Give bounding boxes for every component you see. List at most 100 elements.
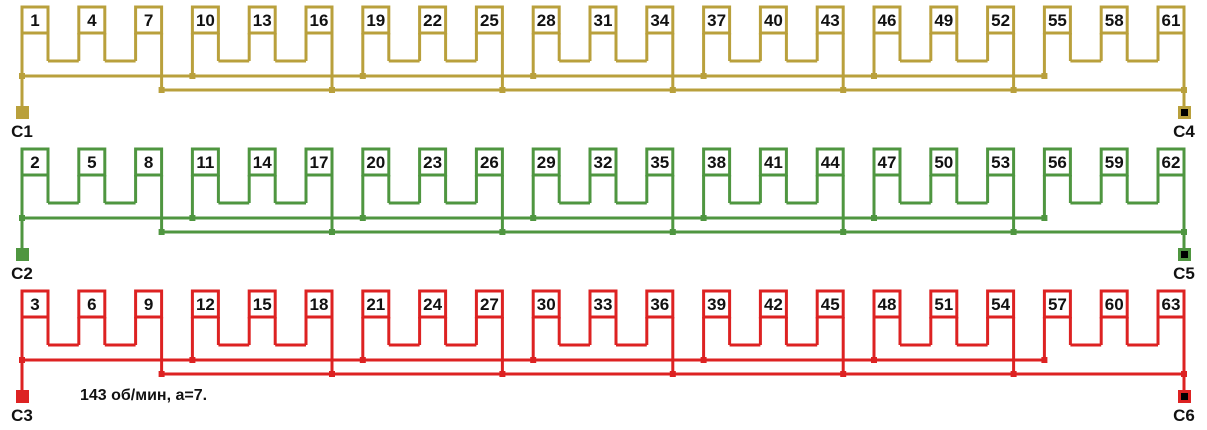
slot-box — [190, 147, 220, 177]
slot-number: 60 — [1105, 295, 1124, 314]
slot-number: 22 — [423, 11, 442, 30]
slot-box — [588, 5, 618, 35]
slot-number: 6 — [87, 295, 96, 314]
slot-box — [929, 289, 959, 319]
slot-box — [77, 147, 107, 177]
slot-number: 56 — [1048, 153, 1067, 172]
slot-box — [645, 289, 675, 319]
slot-number: 17 — [310, 153, 329, 172]
slot-box — [929, 147, 959, 177]
slot-number: 16 — [310, 11, 329, 30]
slot-number: 59 — [1105, 153, 1124, 172]
slot-box — [304, 5, 334, 35]
slot-box — [588, 289, 618, 319]
slot-number: 11 — [196, 153, 214, 172]
slot-box — [304, 147, 334, 177]
slot-box — [815, 147, 845, 177]
slot-box — [645, 5, 675, 35]
slot-number: 19 — [366, 11, 385, 30]
slot-number: 52 — [991, 11, 1010, 30]
slot-number: 24 — [423, 295, 442, 314]
slot-number: 5 — [87, 153, 96, 172]
slot-box — [20, 289, 50, 319]
slot-number: 53 — [991, 153, 1010, 172]
slot-number: 33 — [594, 295, 613, 314]
slot-number: 10 — [196, 11, 215, 30]
slot-box — [474, 5, 504, 35]
slot-number: 8 — [144, 153, 153, 172]
terminal-end-marker — [1181, 251, 1188, 258]
slot-number: 7 — [144, 11, 153, 30]
slot-number: 4 — [87, 11, 97, 30]
slot-box — [361, 5, 391, 35]
slot-number: 46 — [878, 11, 897, 30]
slot-box — [872, 147, 902, 177]
slot-number: 28 — [537, 11, 556, 30]
slot-number: 32 — [594, 153, 613, 172]
terminal-start — [16, 106, 29, 119]
slot-box — [815, 289, 845, 319]
slot-box — [134, 5, 164, 35]
slot-box — [361, 147, 391, 177]
slot-number: 27 — [480, 295, 499, 314]
slot-box — [758, 147, 788, 177]
terminal-start-label: C2 — [11, 264, 33, 283]
slot-number: 45 — [821, 295, 840, 314]
slot-number: 26 — [480, 153, 499, 172]
phase-2-winding — [19, 147, 1187, 248]
slot-number: 48 — [878, 295, 897, 314]
slot-number: 35 — [650, 153, 669, 172]
slot-number: 20 — [366, 153, 385, 172]
slot-number: 30 — [537, 295, 556, 314]
slot-box — [758, 289, 788, 319]
slot-box — [1099, 5, 1129, 35]
slot-number: 9 — [144, 295, 153, 314]
slot-box — [986, 289, 1016, 319]
terminal-end-label: C4 — [1173, 122, 1195, 141]
slot-box — [474, 147, 504, 177]
slot-box — [1042, 147, 1072, 177]
slot-box — [418, 289, 448, 319]
slot-number: 58 — [1105, 11, 1124, 30]
terminal-end-marker — [1181, 393, 1188, 400]
slot-number: 31 — [594, 11, 613, 30]
terminal-start-label: C1 — [11, 122, 33, 141]
slot-number: 62 — [1162, 153, 1181, 172]
slot-box — [247, 5, 277, 35]
slot-number: 21 — [366, 295, 385, 314]
terminal-end-label: C5 — [1173, 264, 1195, 283]
slot-box — [702, 5, 732, 35]
slot-number: 15 — [253, 295, 272, 314]
slot-number: 51 — [934, 295, 953, 314]
slot-box — [531, 5, 561, 35]
slot-number: 43 — [821, 11, 840, 30]
slot-box — [1156, 289, 1186, 319]
slot-box — [474, 289, 504, 319]
speed-note: 143 об/мин, а=7. — [80, 387, 208, 404]
slot-box — [190, 289, 220, 319]
slot-box — [418, 5, 448, 35]
slot-number: 23 — [423, 153, 442, 172]
slot-number: 34 — [650, 11, 669, 30]
slot-box — [531, 289, 561, 319]
slot-number: 14 — [253, 153, 272, 172]
slot-box — [304, 289, 334, 319]
slot-box — [1156, 147, 1186, 177]
slot-number: 36 — [650, 295, 669, 314]
slot-box — [702, 289, 732, 319]
slot-box — [929, 5, 959, 35]
slot-number: 61 — [1162, 11, 1181, 30]
slot-box — [645, 147, 675, 177]
terminal-start — [16, 390, 29, 403]
slot-number: 42 — [764, 295, 783, 314]
slot-box — [247, 289, 277, 319]
slot-number: 40 — [764, 11, 783, 30]
slot-number: 1 — [30, 11, 39, 30]
slot-box — [1099, 289, 1129, 319]
slot-number: 2 — [30, 153, 39, 172]
slot-box — [815, 5, 845, 35]
slot-number: 29 — [537, 153, 556, 172]
phase-1-winding — [19, 5, 1187, 106]
slot-number: 63 — [1162, 295, 1181, 314]
